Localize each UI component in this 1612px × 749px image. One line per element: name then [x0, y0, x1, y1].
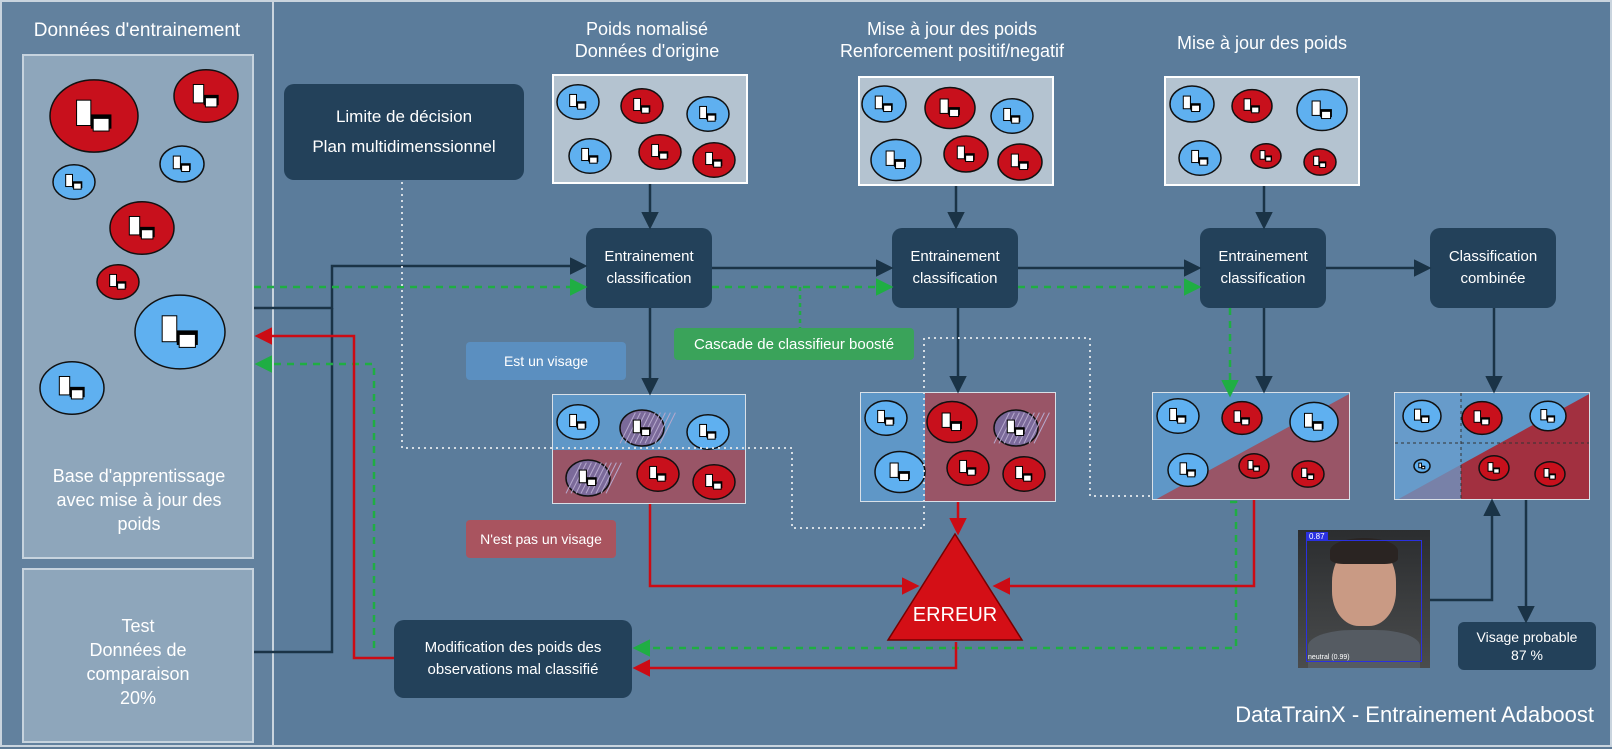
- stage-3-result: [1152, 392, 1350, 500]
- decision-line-1: Limite de décision: [335, 107, 473, 126]
- is-face-tag: Est un visage: [466, 342, 626, 380]
- error-label: ERREUR: [912, 604, 998, 626]
- test-label-line-2: Données de: [89, 640, 187, 660]
- combined-classification-box: Classification combinée: [1430, 228, 1556, 308]
- probable-face-label: Visage probable: [1476, 629, 1578, 645]
- detection-caption: neutral (0.99): [1308, 654, 1350, 661]
- test-label-line-1: Test: [121, 616, 155, 636]
- footer-title: DataTrainX - Entrainement Adaboost: [1235, 702, 1594, 727]
- stage-2-sample-box: [858, 76, 1054, 186]
- test-label-line-4: 20%: [119, 688, 157, 708]
- stage-3-header-line-1: Mise à jour des poids: [1176, 33, 1348, 53]
- stage-1-header: Poids nomalisé Données d'origine: [542, 18, 752, 62]
- test-set-label: Test Données de comparaison 20%: [24, 614, 252, 710]
- decision-boundary-box: Limite de décision Plan multidimenssionn…: [284, 84, 524, 180]
- stage-1-header-line-1: Poids nomalisé: [585, 19, 709, 39]
- red-arrow-stage3-error: [992, 500, 1256, 595]
- stage-3-sample-box: [1164, 76, 1360, 186]
- stage-2-result: [860, 392, 1056, 502]
- decision-line-2: Plan multidimenssionnel: [312, 137, 496, 156]
- error-triangle: ERREUR: [886, 532, 1024, 642]
- stage-2-header-line-2: Renforcement positif/negatif: [839, 41, 1065, 61]
- training-box-3: Entrainement classification: [1200, 228, 1326, 308]
- green-arrow-to-training: [254, 355, 376, 648]
- red-arrow-stage1-error: [648, 504, 920, 595]
- face-photo: 0.87 neutral (0.99): [1298, 530, 1430, 668]
- arrow-train-to-stage1: [254, 257, 588, 310]
- weight-update-box: Modification des poids des observations …: [394, 620, 632, 698]
- cascade-tag: Cascade de classifieur boosté: [674, 328, 914, 360]
- not-face-tag: N'est pas un visage: [466, 520, 616, 558]
- probable-face-percent: 87 %: [1511, 647, 1543, 663]
- training-set-label: Base d'apprentissage avec mise à jour de…: [52, 466, 226, 534]
- training-box-2: Entrainement classification: [892, 228, 1018, 308]
- training-box-1: Entrainement classification: [586, 228, 712, 308]
- face-hair: [1330, 538, 1398, 564]
- training-data-sidebar: Données d'entrainement Base d'apprentiss…: [2, 2, 274, 745]
- stage-1-sample-box: [552, 74, 748, 184]
- probable-face-box: Visage probable 87 %: [1458, 622, 1596, 670]
- red-arrow-error-to-weight: [632, 642, 958, 677]
- test-label-line-3: comparaison: [86, 664, 190, 684]
- arrow-photo-to-combined: [1430, 498, 1501, 602]
- sidebar-title: Données d'entrainement: [33, 20, 241, 41]
- stage-3-header: Mise à jour des poids: [1152, 32, 1372, 54]
- stage-1-header-line-2: Données d'origine: [574, 41, 720, 61]
- training-set-panel: Base d'apprentissage avec mise à jour de…: [22, 54, 254, 559]
- stage-2-header: Mise à jour des poids Renforcement posit…: [817, 18, 1087, 62]
- test-set-panel: Test Données de comparaison 20%: [22, 568, 254, 743]
- stage-1-result: [552, 394, 746, 504]
- detection-score: 0.87: [1306, 532, 1328, 541]
- red-arrow-weight-to-training: [254, 327, 394, 660]
- stage-2-header-line-1: Mise à jour des poids: [866, 19, 1038, 39]
- combined-result: [1394, 392, 1590, 500]
- detection-box: [1306, 540, 1422, 662]
